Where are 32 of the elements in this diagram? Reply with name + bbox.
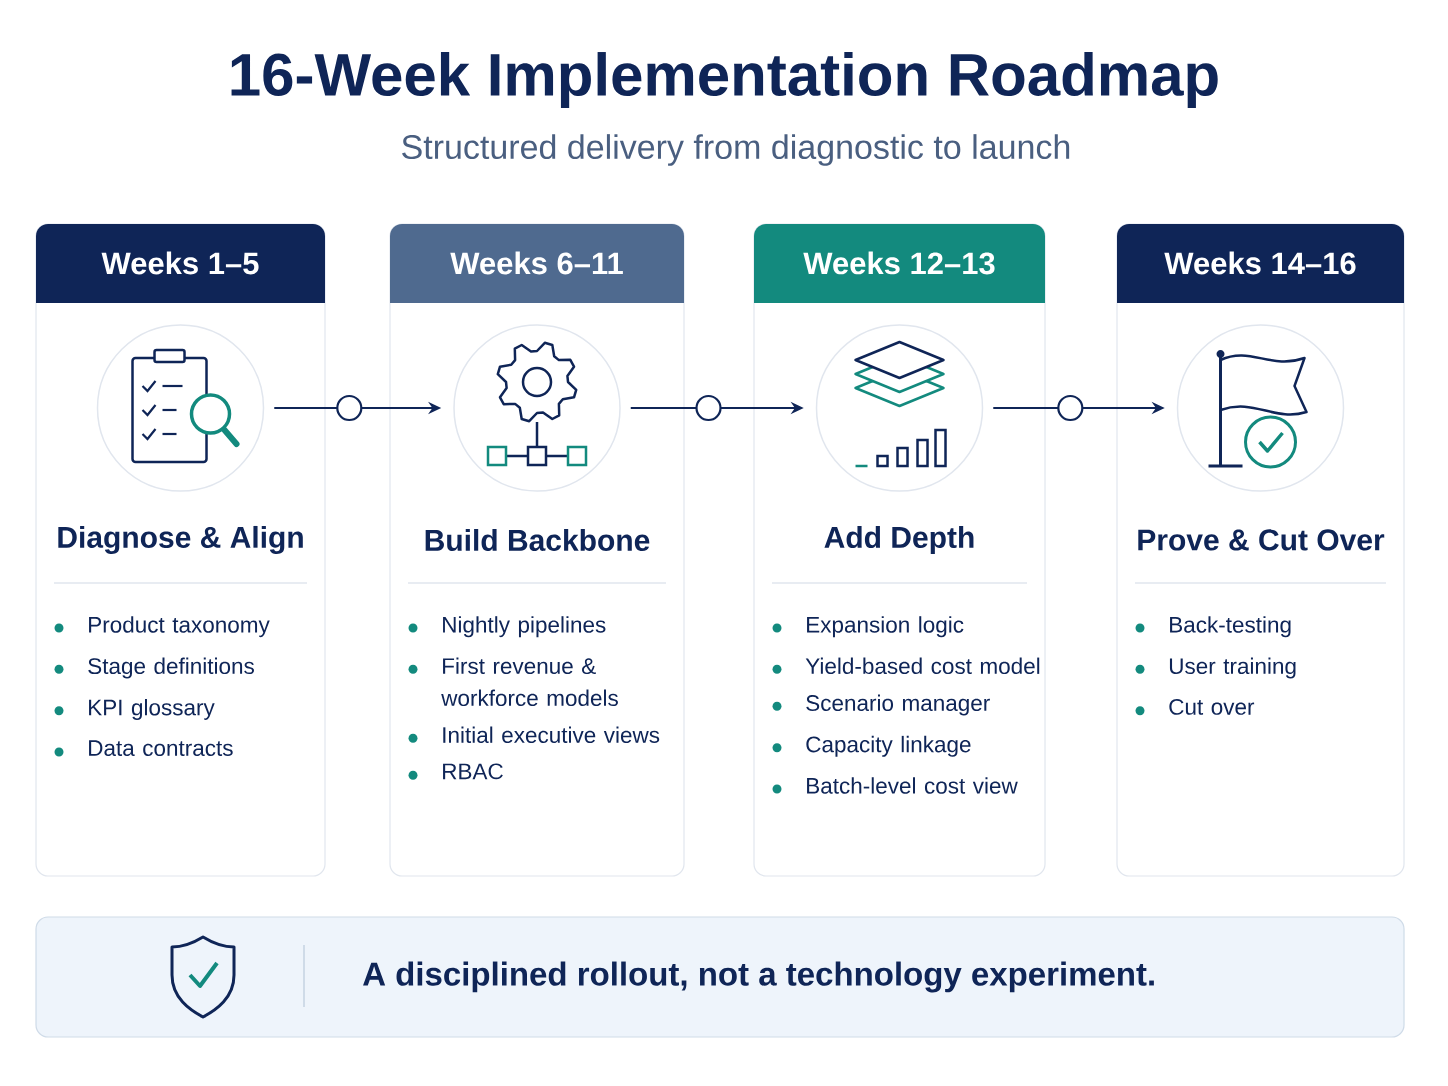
bullet-item: Yield-based cost model — [772, 657, 1040, 675]
phase-header: Weeks 1–5 — [36, 224, 325, 303]
phase-title: Build Backbone — [425, 529, 650, 551]
phase-header: Weeks 14–16 — [1117, 224, 1404, 303]
bullet-item: Stage definitions — [54, 657, 254, 679]
subtitle: Structured delivery from diagnostic to launch — [402, 134, 1070, 166]
phase-title: Diagnose & Align — [58, 525, 303, 555]
icon-circle — [1176, 324, 1345, 492]
bullet-item: Product taxonomy — [54, 616, 270, 638]
bullet-item: Initial executive views — [408, 726, 660, 743]
bullet-item: Back-testing — [1135, 616, 1291, 638]
icon-circle — [815, 324, 984, 492]
tagline: A disciplined rollout, not a technology experiment. — [363, 961, 1154, 993]
icon-circle — [96, 324, 265, 492]
bullet-item: Scenario manager — [772, 694, 990, 716]
bullet-item: RBAC — [408, 763, 503, 780]
phase-title: Prove & Cut Over — [1138, 529, 1385, 551]
phase-header: Weeks 6–11 — [390, 224, 684, 303]
bullet-item: First revenue & workforce models — [408, 657, 618, 707]
bullet-item: Cut over — [1135, 698, 1255, 716]
bullet-item: Batch-level cost view — [772, 777, 1018, 794]
bullet-item: Capacity linkage — [772, 735, 971, 757]
title: 16-Week Implementation Roadmap — [231, 52, 1218, 108]
bullet-item: Expansion logic — [772, 616, 964, 638]
bullet-item: Nightly pipelines — [408, 616, 606, 638]
bullet-item: Data contracts — [54, 740, 233, 757]
phase-header: Weeks 12–13 — [754, 224, 1045, 303]
phase-title: Add Depth — [824, 526, 974, 554]
banner — [35, 916, 1405, 1038]
icon-circle — [453, 324, 621, 492]
bullet-item: KPI glossary — [54, 698, 215, 720]
bullet-item: User training — [1135, 657, 1296, 679]
